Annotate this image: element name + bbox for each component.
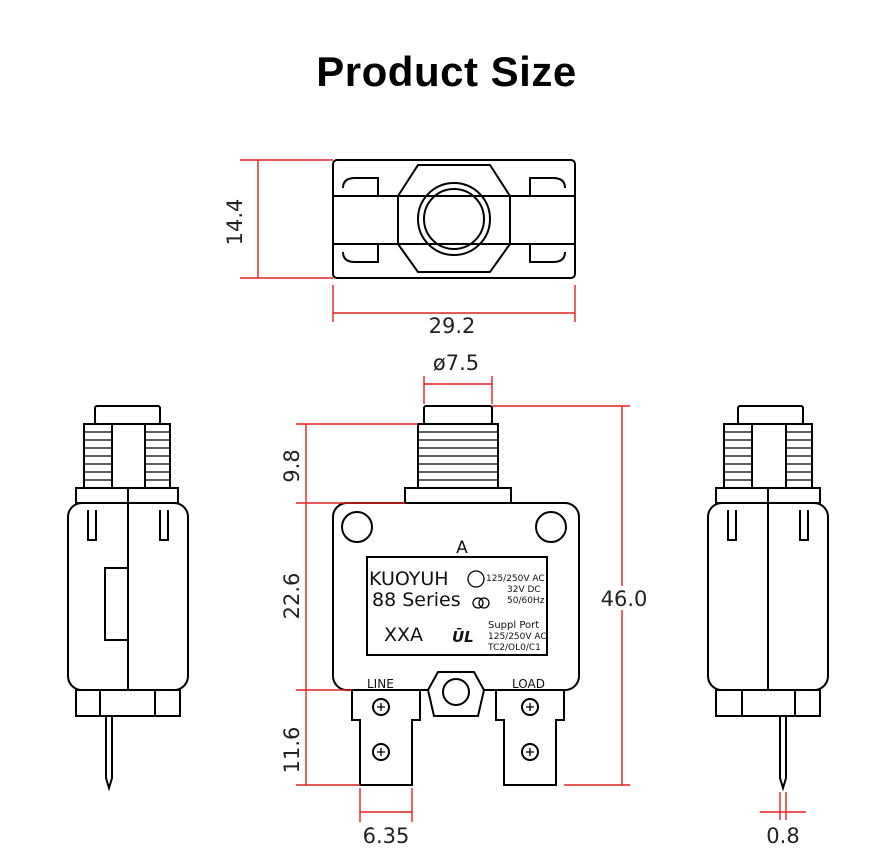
left-side-view xyxy=(67,405,189,792)
dim-label-0-8: 0.8 xyxy=(766,824,799,848)
label-rating-3: 50/60Hz xyxy=(507,596,545,606)
label-supp-3: TC2/OL0/C1 xyxy=(487,643,541,653)
label-line: LINE xyxy=(367,677,394,691)
ul-mark-icon: ŪL xyxy=(452,626,474,646)
label-mark: A xyxy=(456,538,468,558)
label-load: LOAD xyxy=(512,677,545,691)
right-side-view: 0.8 xyxy=(707,405,829,848)
label-supp-2: 125/250V AC xyxy=(488,632,547,642)
front-view: A KUOYUH 88 Series 125/250V AC 32V DC 50… xyxy=(280,351,652,848)
dim-terminal-thickness: 0.8 xyxy=(760,792,806,848)
label-series: 88 Series xyxy=(372,589,461,611)
dim-terminal-width: 6.35 xyxy=(359,788,413,848)
top-view: 14.4 29.2 xyxy=(223,159,576,338)
label-model: XXA xyxy=(384,624,423,646)
dim-label-6-35: 6.35 xyxy=(363,824,410,848)
dim-label-11-6: 11.6 xyxy=(280,727,304,774)
label-brand: KUOYUH xyxy=(369,568,449,590)
dim-label-9-8: 9.8 xyxy=(280,449,304,482)
dim-label-14-4: 14.4 xyxy=(223,199,247,246)
dim-button-diameter: ø7.5 xyxy=(423,351,493,404)
dim-label-29-2: 29.2 xyxy=(429,314,476,338)
dim-label-22-6: 22.6 xyxy=(280,573,304,620)
label-rating-2: 32V DC xyxy=(507,585,541,595)
dim-total-height: 46.0 xyxy=(492,405,652,786)
page-title: Product Size xyxy=(316,48,577,95)
label-rating-1: 125/250V AC xyxy=(486,574,545,584)
dim-label-7-5: ø7.5 xyxy=(433,351,479,375)
dim-left-stack: 9.8 22.6 11.6 xyxy=(280,423,418,786)
dim-width-top: 29.2 xyxy=(332,285,576,338)
dim-label-46-0: 46.0 xyxy=(601,587,648,611)
label-supp-1: Suppl Port xyxy=(488,620,539,631)
dim-height-top: 14.4 xyxy=(223,159,333,279)
